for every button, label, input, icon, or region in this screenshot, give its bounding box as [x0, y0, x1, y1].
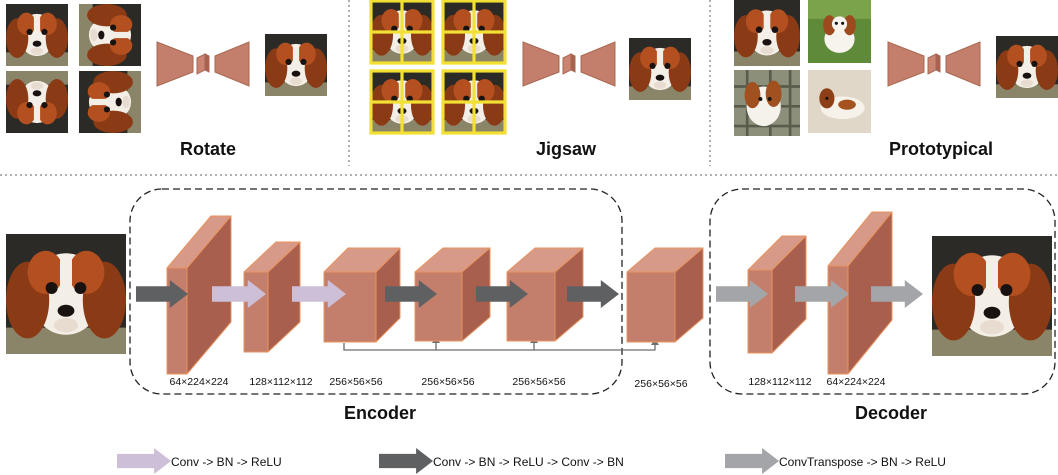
decoder-box — [709, 188, 1056, 395]
flow-arrow-output — [871, 280, 923, 308]
jigsaw-tile-2 — [442, 0, 506, 64]
flow-arrow-3 — [385, 280, 437, 308]
encoder-block-3-front — [323, 271, 377, 343]
encoder-block-5-front — [506, 271, 556, 342]
rotate-image-270deg — [79, 71, 141, 133]
dim-label-enc4: 256×56×56 — [421, 376, 474, 388]
rotate-output-image — [265, 34, 327, 96]
encoder-box — [129, 188, 623, 395]
dim-label-mid: 256×56×56 — [634, 378, 687, 390]
encoder-label: Encoder — [344, 403, 416, 423]
dim-label-enc3: 256×56×56 — [329, 376, 382, 388]
decoder-label: Decoder — [855, 403, 927, 423]
dimension-labels: 64×224×224 128×112×112 256×56×56 256×56×… — [170, 376, 886, 390]
prototypical-network-icon — [887, 41, 981, 87]
output-image — [932, 236, 1052, 356]
legend-arrow-conv-bn-relu — [117, 448, 171, 474]
prototypical-image-2 — [808, 0, 871, 63]
dim-label-enc1: 64×224×224 — [170, 376, 229, 388]
flow-arrow-2 — [292, 280, 346, 308]
prototypical-image-4 — [808, 70, 871, 133]
jigsaw-panel: Jigsaw — [370, 0, 691, 159]
jigsaw-tile-4 — [442, 70, 506, 134]
jigsaw-tile-3 — [370, 70, 434, 134]
flow-arrow-4 — [476, 280, 528, 308]
prototypical-panel: Prototypical — [732, 0, 1058, 159]
bottleneck-block — [626, 247, 704, 343]
flow-arrow-7 — [795, 280, 849, 308]
jigsaw-network-icon — [522, 41, 616, 87]
legend-label-conv-bn-relu: Conv -> BN -> ReLU — [171, 455, 282, 469]
flow-arrow-6 — [716, 280, 768, 308]
encoder-block-4-front — [414, 271, 463, 342]
flow-arrow-1 — [212, 280, 266, 308]
rotate-label: Rotate — [180, 139, 236, 159]
prototypical-image-3 — [732, 68, 802, 138]
prototypical-output-image — [996, 36, 1058, 98]
dim-label-enc2: 128×112×112 — [249, 376, 312, 388]
jigsaw-label: Jigsaw — [536, 139, 597, 159]
rotate-network-icon — [156, 41, 250, 87]
rotate-image-0deg — [6, 4, 68, 66]
prototypical-label: Prototypical — [889, 139, 993, 159]
flow-arrow-input — [136, 280, 188, 308]
flow-arrows — [136, 280, 923, 308]
legend-arrow-residual — [379, 448, 433, 474]
dim-label-enc5: 256×56×56 — [512, 376, 565, 388]
dim-label-dec1: 128×112×112 — [748, 376, 811, 388]
encoder-block-2-front — [243, 271, 269, 353]
bottleneck-block-front — [626, 271, 676, 343]
skip-connections — [343, 341, 656, 351]
rotate-panel: Rotate — [5, 4, 327, 159]
prototypical-image-1 — [734, 0, 800, 66]
legend-label-conv-transpose: ConvTranspose -> BN -> ReLU — [779, 455, 946, 469]
flow-arrow-5 — [567, 280, 619, 308]
rotate-image-180deg — [5, 71, 68, 133]
legend-arrow-conv-transpose — [725, 448, 779, 474]
dim-label-dec2: 64×224×224 — [827, 376, 886, 388]
jigsaw-output-image — [629, 38, 691, 100]
input-image — [6, 234, 127, 354]
rotate-image-90deg — [79, 4, 141, 66]
legend-label-residual: Conv -> BN -> ReLU -> Conv -> BN — [433, 455, 624, 469]
legend — [117, 448, 779, 474]
jigsaw-tile-1 — [370, 0, 434, 64]
